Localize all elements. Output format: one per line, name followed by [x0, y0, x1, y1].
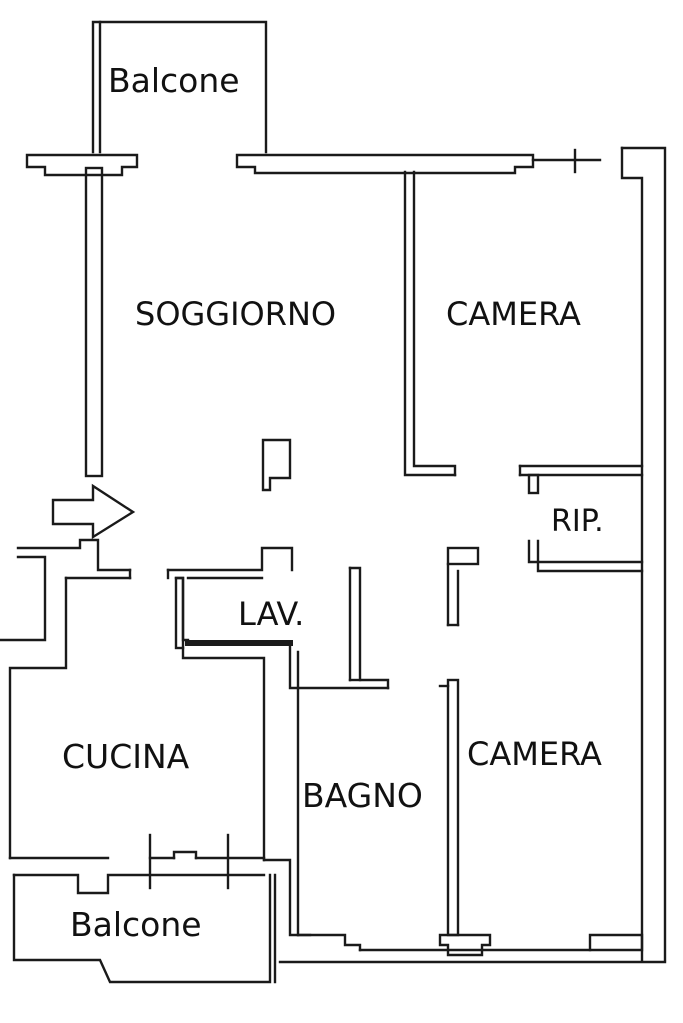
room-label-lav: LAV.	[238, 595, 305, 633]
balcony-top-outline	[91, 20, 268, 154]
wall-lav-bottom-thick	[185, 640, 390, 937]
wall-camera-bottom-left	[438, 562, 460, 937]
wall-soggiorno-left	[84, 166, 104, 478]
pillar-soggiorno	[261, 438, 292, 492]
room-label-camera-top: CAMERA	[446, 295, 581, 333]
wall-soggiorno-camera	[403, 170, 457, 477]
wall-cucina-right	[181, 646, 266, 862]
room-label-bagno: BAGNO	[302, 776, 423, 815]
room-label-rip: RIP.	[551, 504, 604, 539]
arrow-right-icon	[51, 483, 136, 540]
exterior-wall-top	[25, 148, 602, 177]
balcony-bottom-outline	[12, 873, 277, 984]
exterior-wall-right	[620, 146, 667, 962]
wall-entrance-left	[0, 538, 132, 860]
room-label-cucina: CUCINA	[62, 737, 190, 776]
room-label-soggiorno: SOGGIORNO	[135, 295, 337, 333]
wall-lav-right	[348, 566, 390, 690]
walls	[0, 20, 667, 984]
room-label-balcone-bottom: Balcone	[70, 905, 202, 944]
room-label-camera-bottom: CAMERA	[467, 735, 602, 773]
wall-camera-top-bottom	[518, 464, 644, 495]
exterior-wall-bottom	[8, 833, 667, 964]
room-label-balcone-top: Balcone	[108, 61, 240, 100]
wall-rip-bottom	[446, 539, 644, 573]
